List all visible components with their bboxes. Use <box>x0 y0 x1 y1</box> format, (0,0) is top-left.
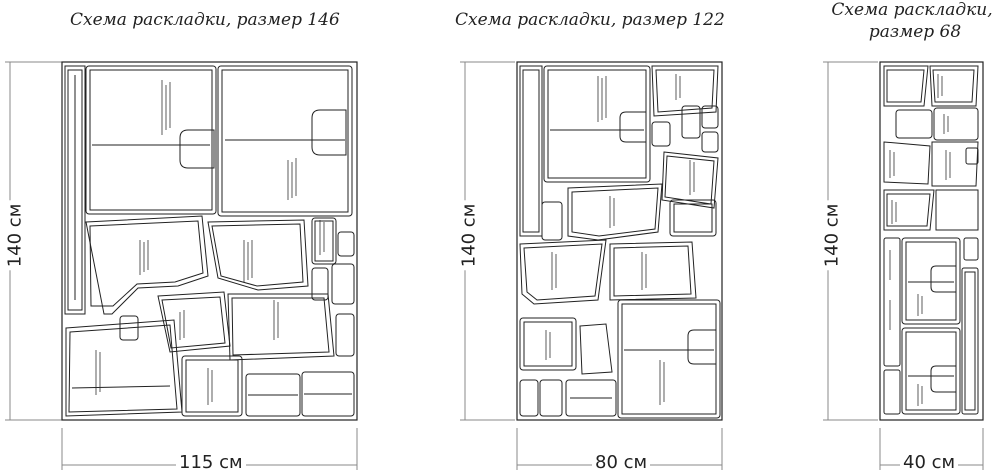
layout-2-width-label: 80 см <box>592 452 651 473</box>
layout-3-width-label: 40 см <box>900 452 959 473</box>
layout-2-height-label: 140 см <box>458 200 480 271</box>
layout-2-piece-text-marks <box>545 74 695 405</box>
layout-3-height-label: 140 см <box>821 200 843 271</box>
layout-1-height-label: 140 см <box>4 200 26 271</box>
layout-3-piece-text-marks <box>889 74 951 406</box>
layout-3-title-line2: размер 68 <box>868 22 962 42</box>
layout-3-title-line1: Схема раскладки, <box>831 0 993 20</box>
layout-3-fabric <box>879 61 984 421</box>
layout-2-fabric <box>516 61 723 421</box>
layout-1-title: Схема раскладки, размер 146 <box>70 10 340 30</box>
layout-1-piece-text-marks <box>95 80 325 405</box>
layout-1-fabric <box>61 61 358 421</box>
layout-2-title: Схема раскладки, размер 122 <box>455 10 725 30</box>
layout-1-width-label: 115 см <box>176 452 246 473</box>
